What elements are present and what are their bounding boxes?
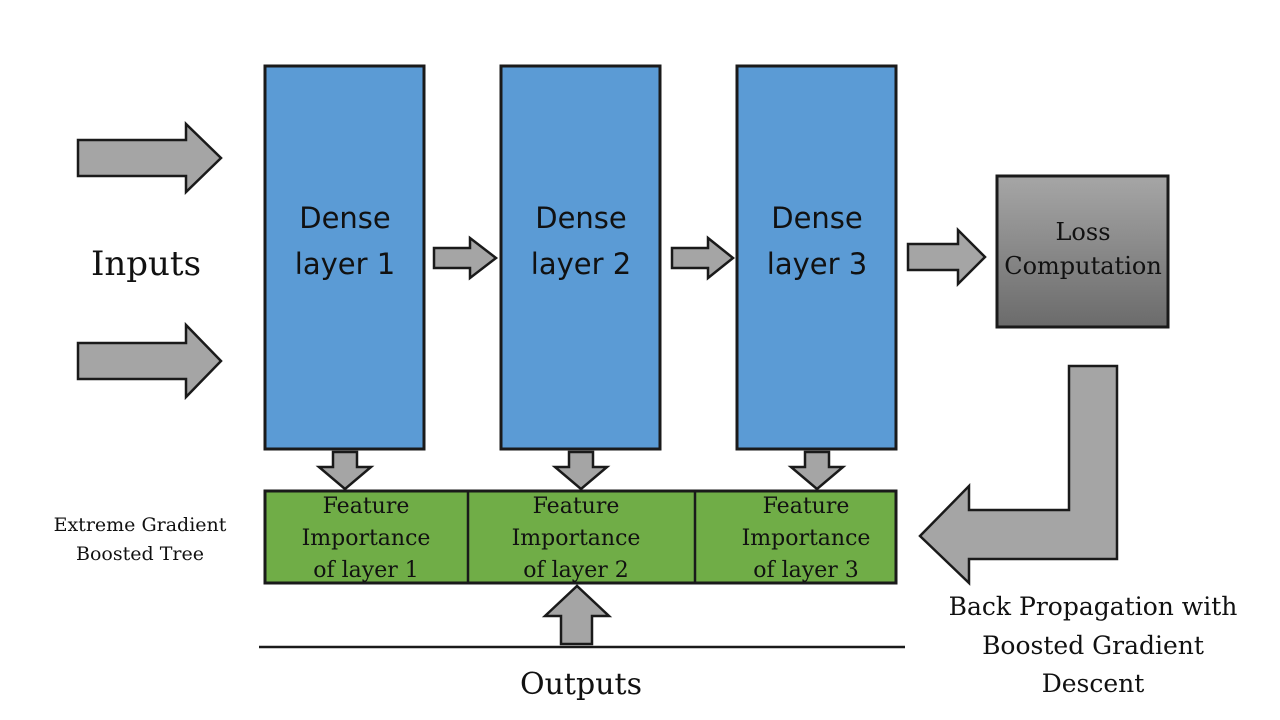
- dense-layer-2-subtitle: layer 2: [531, 247, 631, 281]
- feature-cell-3-line1: Feature: [763, 494, 850, 519]
- down-arrow-layer1: [315, 450, 375, 491]
- dense-layer-3-title: Dense: [771, 201, 863, 235]
- dense-layer-1: Dense layer 1: [263, 64, 426, 451]
- feature-cell-1-line1: Feature: [323, 494, 410, 519]
- inputs-label: Inputs: [91, 244, 201, 284]
- loss-label-line1: Loss: [1055, 218, 1110, 246]
- down-arrow-layer3: [787, 450, 847, 491]
- input-arrow-top: [76, 121, 223, 195]
- up-arrow-outputs: [541, 584, 613, 646]
- input-arrow-bottom: [76, 321, 223, 401]
- arrow-layer1-to-layer2: [432, 235, 499, 281]
- dense-layer-2: Dense layer 2: [499, 64, 662, 451]
- back-propagation-arrow: [918, 364, 1119, 586]
- arrow-layer3-to-loss: [906, 226, 987, 288]
- xgb-label-line1: Extreme Gradient: [54, 514, 227, 536]
- dense-layer-3-subtitle: layer 3: [767, 247, 867, 281]
- backprop-label-line3: Descent: [1042, 669, 1145, 698]
- dense-layer-1-subtitle: layer 1: [295, 247, 395, 281]
- feature-cell-1-line3: of layer 1: [313, 558, 419, 583]
- backprop-label-line2: Boosted Gradient: [982, 631, 1204, 660]
- dense-layer-1-title: Dense: [299, 201, 391, 235]
- feature-cell-3-line3: of layer 3: [753, 558, 859, 583]
- feature-importance-row: Feature Importance of layer 1 Feature Im…: [263, 489, 898, 585]
- loss-computation-box: Loss Computation: [995, 174, 1170, 329]
- dense-layer-2-title: Dense: [535, 201, 627, 235]
- down-arrow-layer2: [551, 450, 611, 491]
- feature-cell-2-line3: of layer 2: [523, 558, 629, 583]
- backprop-label-line1: Back Propagation with: [949, 592, 1238, 621]
- feature-cell-2-line2: Importance: [512, 526, 641, 551]
- xgb-label-line2: Boosted Tree: [76, 543, 204, 565]
- loss-label-line2: Computation: [1004, 252, 1162, 280]
- outputs-label: Outputs: [520, 667, 642, 702]
- arrow-layer2-to-layer3: [670, 235, 736, 281]
- feature-cell-2-line1: Feature: [533, 494, 620, 519]
- dense-layer-3: Dense layer 3: [735, 64, 898, 451]
- feature-cell-1-line2: Importance: [302, 526, 431, 551]
- feature-cell-3-line2: Importance: [742, 526, 871, 551]
